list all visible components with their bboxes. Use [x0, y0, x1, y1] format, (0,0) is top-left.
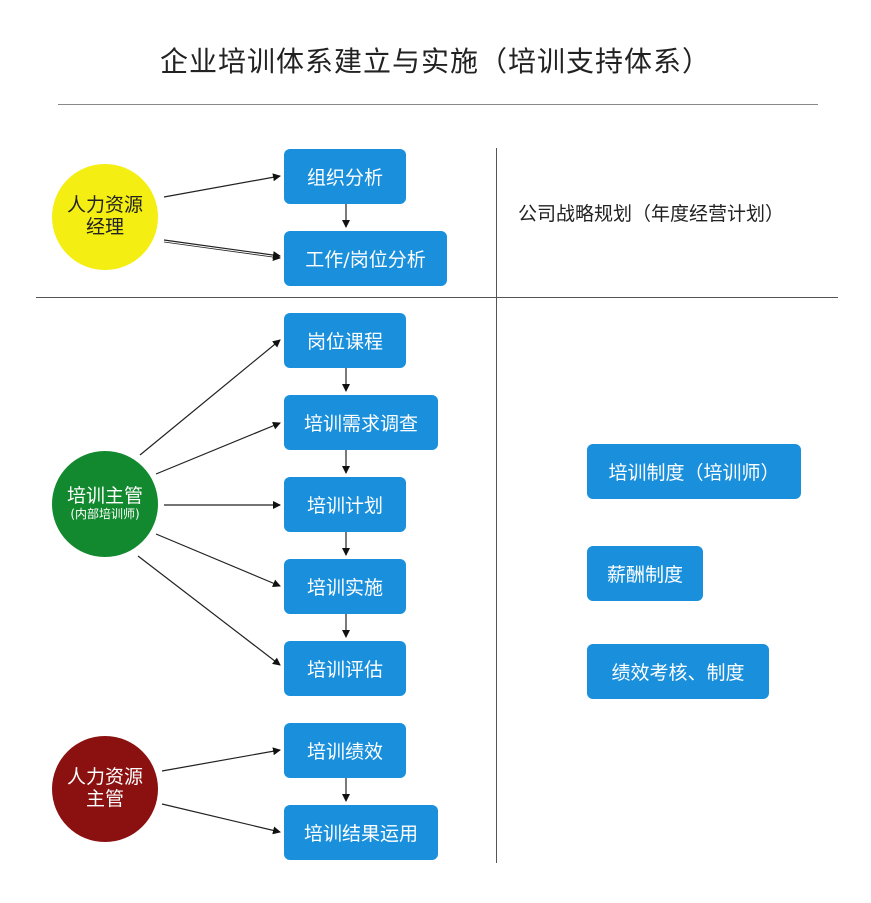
step-training-perf: 培训绩效 [284, 723, 406, 778]
training-supervisor-circle: 培训主管 (内部培训师) [52, 451, 158, 557]
column-divider [496, 148, 497, 863]
perf-policy-box: 绩效考核、制度 [587, 644, 769, 699]
section-divider [36, 297, 838, 298]
hr-manager-circle: 人力资源 经理 [52, 164, 158, 270]
arrow-ts-to-eval [137, 555, 281, 666]
title-underline [58, 104, 818, 105]
step-needs-survey: 培训需求调查 [284, 395, 438, 450]
hr-supervisor-label-line1: 人力资源 [66, 766, 143, 789]
step-training-impl: 培训实施 [284, 559, 406, 614]
step-org-analysis: 组织分析 [284, 149, 406, 204]
arrow-hrsup-to-perf [161, 747, 281, 772]
arrow-ts-to-impl [155, 533, 281, 587]
step-job-analysis: 工作/岗位分析 [284, 231, 447, 286]
step-job-courses: 岗位课程 [284, 313, 406, 368]
hr-manager-label-line2: 经理 [85, 216, 124, 238]
hr-supervisor-label-line2: 主管 [85, 788, 124, 810]
step-training-eval: 培训评估 [284, 641, 406, 696]
step-result-apply: 培训结果运用 [284, 805, 438, 860]
trainer-policy-box: 培训制度（培训师） [587, 444, 801, 499]
strategy-label: 公司战略规划（年度经营计划） [518, 203, 785, 225]
arrow-ts-to-courses [139, 339, 281, 456]
arrow-ts-to-survey [155, 421, 281, 475]
hr-manager-label-line1: 人力资源 [66, 194, 143, 217]
hr-supervisor-circle: 人力资源 主管 [52, 736, 158, 842]
training-supervisor-label-line2: (内部培训师) [70, 507, 140, 522]
arrow-hrsup-to-result [161, 803, 281, 835]
arrow-hrmgr-to-org [163, 173, 281, 198]
salary-policy-box: 薪酬制度 [587, 546, 703, 601]
step-training-plan: 培训计划 [284, 477, 406, 532]
arrow-hrmgr-to-job [163, 239, 281, 260]
training-supervisor-label-line1: 培训主管 [66, 485, 143, 508]
page-title: 企业培训体系建立与实施（培训支持体系） [159, 45, 711, 78]
